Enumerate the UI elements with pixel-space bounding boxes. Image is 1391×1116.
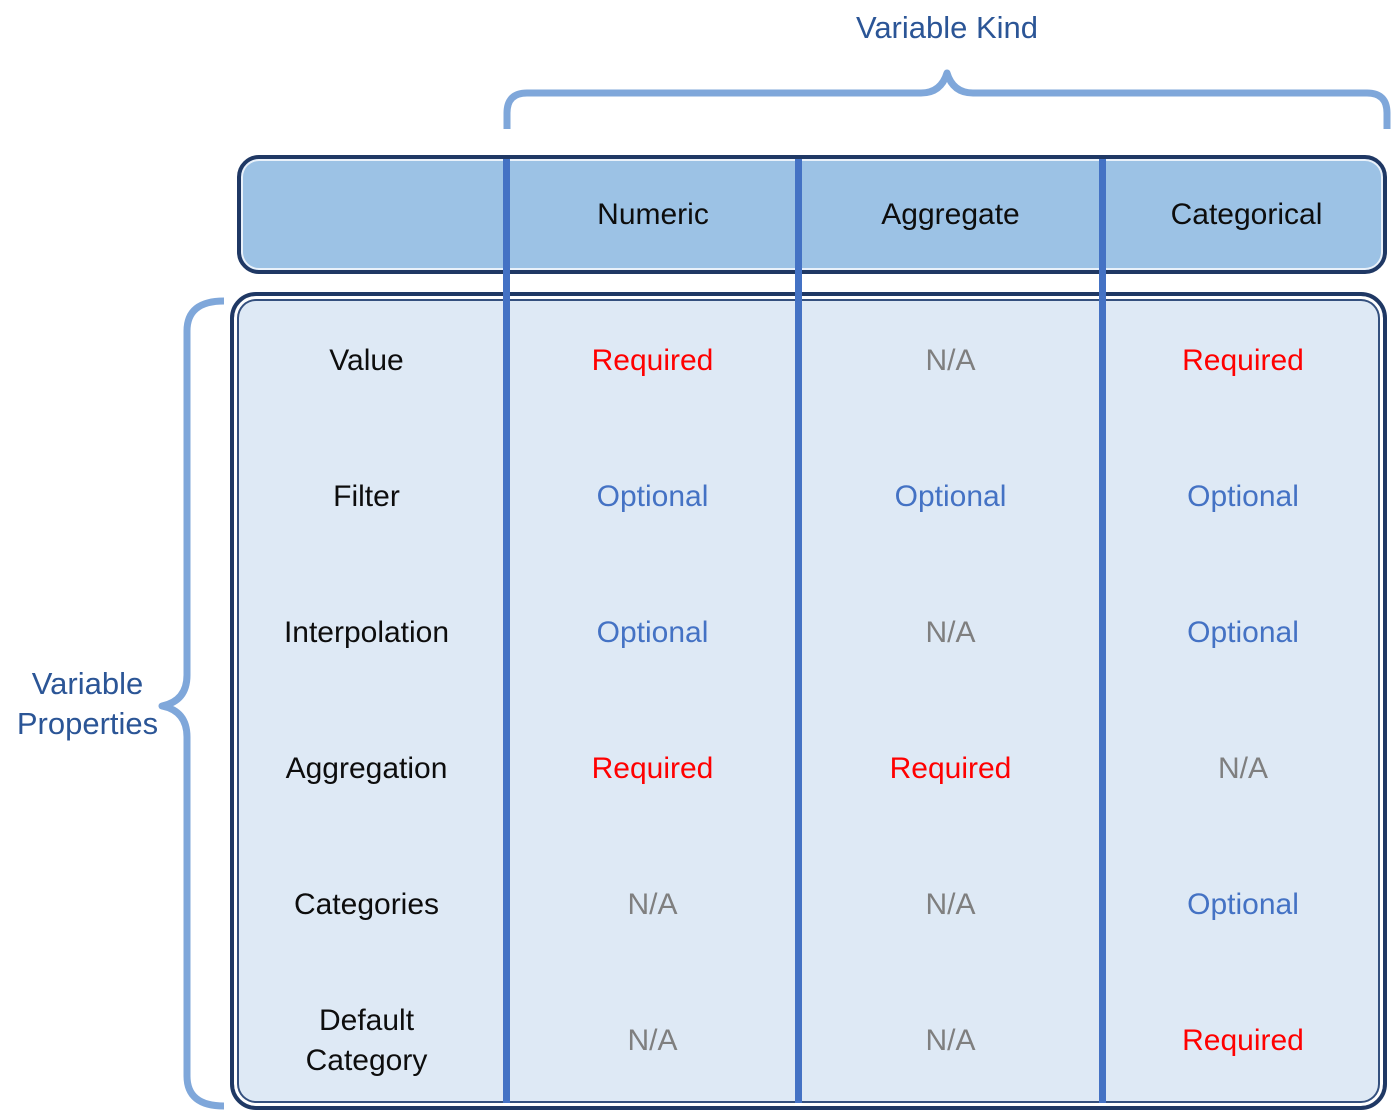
cell-aggregation-aggregate: Required bbox=[889, 752, 1012, 785]
row-label-text: Value bbox=[329, 344, 404, 377]
variable-properties-line1: Variable bbox=[31, 666, 144, 701]
cell-filter-numeric: Optional bbox=[596, 480, 709, 513]
cell-aggregation-numeric: Required bbox=[591, 752, 714, 785]
cell-default-category-numeric: N/A bbox=[627, 1024, 678, 1057]
column-header-aggregate: Aggregate bbox=[881, 197, 1020, 231]
row-label-value: Value bbox=[230, 293, 503, 429]
cell-interpolation-categorical: Optional bbox=[1187, 616, 1299, 649]
table-row-categories: Categories N/A N/A Optional bbox=[230, 837, 1387, 973]
header-bar bbox=[237, 155, 1387, 274]
row-label-aggregation: Aggregation bbox=[230, 701, 503, 837]
variable-kind-brace bbox=[503, 69, 1391, 129]
variable-properties-group-label: Variable Properties bbox=[0, 664, 175, 744]
cell-value-numeric: Required bbox=[591, 344, 714, 377]
cell-categories-numeric: N/A bbox=[627, 888, 678, 921]
cell-categories-aggregate: N/A bbox=[925, 888, 976, 921]
row-label-default-category: Default Category bbox=[230, 973, 503, 1109]
cell-value-aggregate: N/A bbox=[925, 344, 976, 377]
table-row-aggregation: Aggregation Required Required N/A bbox=[230, 701, 1387, 837]
cell-categories-categorical: Optional bbox=[1187, 888, 1299, 921]
row-label-text: Filter bbox=[333, 480, 400, 513]
row-label-text: Interpolation bbox=[283, 616, 450, 649]
column-separator-2 bbox=[795, 159, 802, 1103]
column-separator-3 bbox=[1099, 159, 1106, 1103]
column-header-categorical: Categorical bbox=[1170, 197, 1323, 231]
row-label-filter: Filter bbox=[230, 429, 503, 565]
row-label-text: Categories bbox=[293, 888, 440, 921]
column-header-numeric: Numeric bbox=[597, 197, 709, 231]
cell-filter-aggregate: Optional bbox=[894, 480, 1007, 513]
table-body-panel bbox=[230, 292, 1387, 1110]
cell-default-category-categorical: Required bbox=[1182, 1024, 1304, 1057]
cell-interpolation-numeric: Optional bbox=[596, 616, 709, 649]
row-label-text: Aggregation bbox=[285, 752, 448, 785]
table-row-value: Value Required N/A Required bbox=[230, 293, 1387, 429]
cell-default-category-aggregate: N/A bbox=[925, 1024, 976, 1057]
table-row-interpolation: Interpolation Optional N/A Optional bbox=[230, 565, 1387, 701]
cell-interpolation-aggregate: N/A bbox=[925, 616, 976, 649]
table-row-filter: Filter Optional Optional Optional bbox=[230, 429, 1387, 565]
cell-filter-categorical: Optional bbox=[1187, 480, 1299, 513]
cell-value-categorical: Required bbox=[1182, 344, 1304, 377]
column-separator-1 bbox=[503, 159, 510, 1103]
row-label-interpolation: Interpolation bbox=[230, 565, 503, 701]
row-label-categories: Categories bbox=[230, 837, 503, 973]
variable-properties-line2: Properties bbox=[16, 706, 159, 741]
table-row-default-category: Default Category N/A N/A Required bbox=[230, 973, 1387, 1109]
cell-aggregation-categorical: N/A bbox=[1217, 752, 1268, 785]
variable-kind-group-label: Variable Kind bbox=[855, 10, 1039, 45]
row-label-text: Default Category bbox=[305, 1004, 428, 1077]
